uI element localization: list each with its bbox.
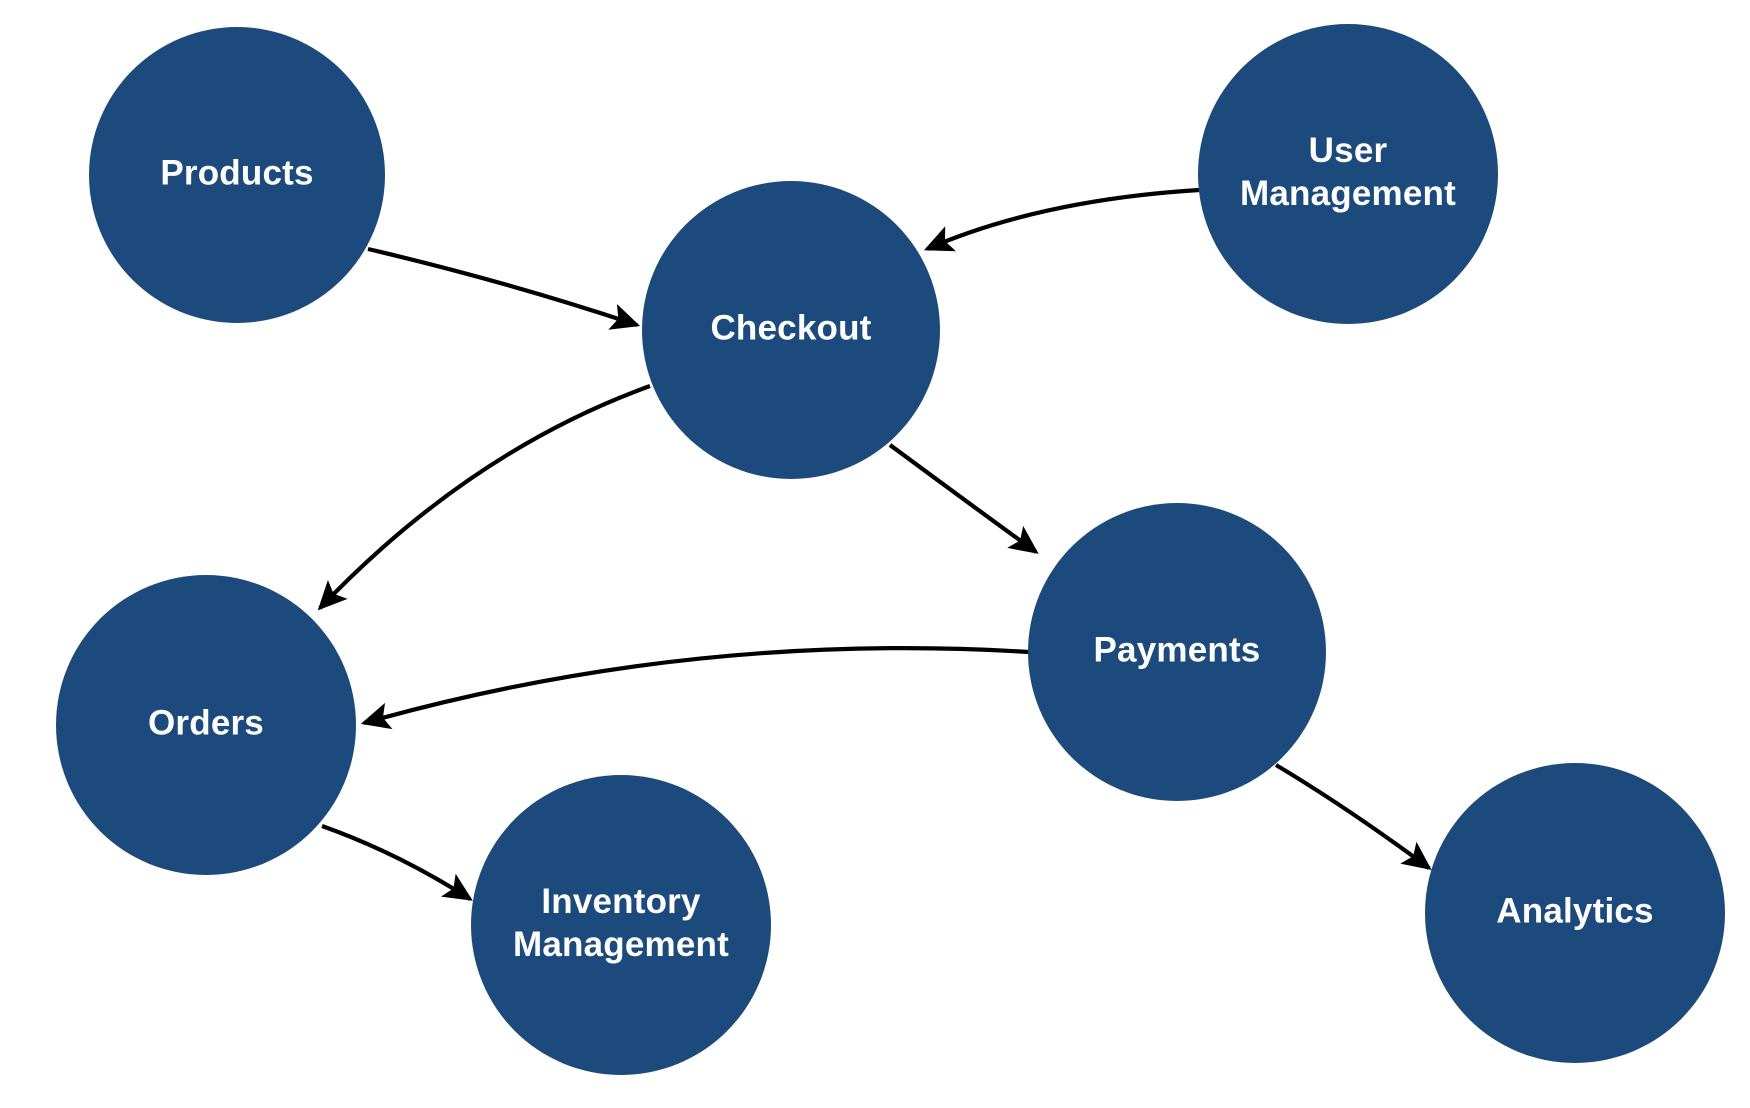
edge-user_mgmt-to-checkout[interactable] — [923, 187, 1200, 252]
node-products[interactable]: Products — [89, 27, 385, 323]
node-circle-orders[interactable] — [56, 575, 356, 875]
node-circle-products[interactable] — [89, 27, 385, 323]
node-circle-payments[interactable] — [1028, 503, 1326, 801]
edge-checkout-to-orders[interactable] — [317, 384, 651, 611]
edge-payments-to-orders[interactable] — [360, 646, 1030, 730]
node-circle-user_mgmt[interactable] — [1198, 24, 1498, 324]
edge-orders-to-inventory[interactable] — [321, 824, 473, 901]
node-circle-analytics[interactable] — [1425, 763, 1725, 1063]
node-orders[interactable]: Orders — [56, 575, 356, 875]
node-circle-inventory[interactable] — [471, 775, 771, 1075]
node-analytics[interactable]: Analytics — [1425, 763, 1725, 1063]
node-checkout[interactable]: Checkout — [642, 181, 940, 479]
edges-layer — [317, 187, 1432, 901]
edge-payments-to-analytics[interactable] — [1274, 763, 1432, 870]
node-payments[interactable]: Payments — [1028, 503, 1326, 801]
edge-checkout-to-payments[interactable] — [888, 443, 1039, 554]
edge-products-to-checkout[interactable] — [367, 246, 641, 330]
node-circle-checkout[interactable] — [642, 181, 940, 479]
